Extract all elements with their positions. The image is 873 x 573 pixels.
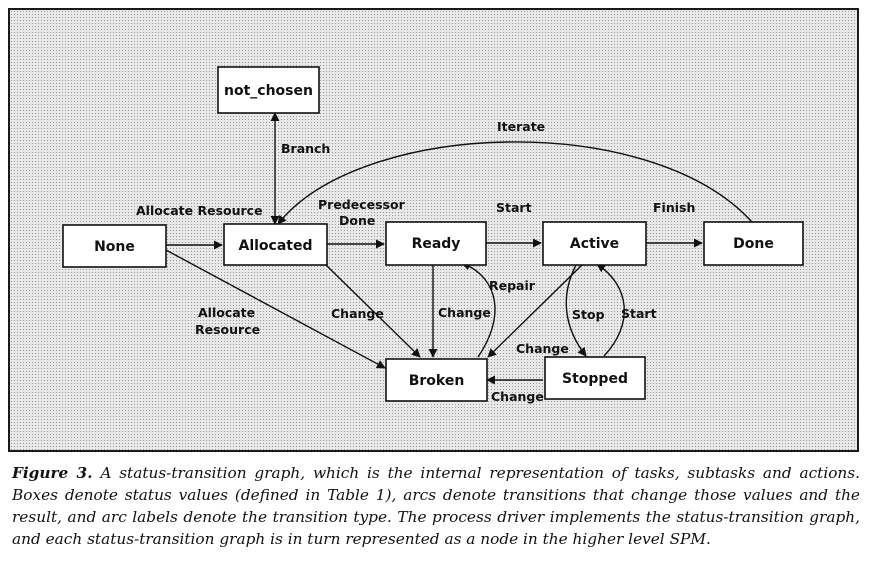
node-none: None	[62, 224, 167, 268]
edge-label-branch: Branch	[281, 141, 330, 156]
figure-label: Figure 3.	[12, 464, 93, 482]
edge-iterate	[277, 141, 753, 225]
edge-label-allocate-resource-1: Allocate Resource	[136, 203, 263, 218]
node-not-chosen: not_chosen	[217, 66, 320, 114]
edge-label-start-1: Start	[496, 200, 532, 215]
svg-text:Done: Done	[733, 236, 774, 252]
edge-change-active	[487, 264, 583, 358]
figure-caption: Figure 3. A status-transition graph, whi…	[12, 462, 860, 550]
edge-label-change-allocated: Change	[331, 306, 384, 321]
edge-label-start-2: Start	[621, 306, 657, 321]
svg-text:Stopped: Stopped	[562, 371, 628, 387]
edge-repair	[461, 261, 496, 358]
node-active: Active	[542, 221, 647, 266]
node-done: Done	[703, 221, 804, 266]
node-ready: Ready	[385, 221, 487, 266]
node-broken: Broken	[385, 358, 488, 402]
svg-text:Allocated: Allocated	[238, 238, 312, 254]
node-allocated: Allocated	[223, 223, 328, 266]
edge-label-finish: Finish	[653, 200, 695, 215]
svg-text:not_chosen: not_chosen	[224, 83, 313, 99]
edge-change-allocated	[325, 264, 421, 358]
edge-label-iterate: Iterate	[497, 119, 545, 134]
edge-label-stop: Stop	[572, 307, 605, 322]
edge-start-2	[596, 263, 625, 357]
caption-text: A status-transition graph, which is the …	[12, 464, 860, 548]
node-stopped: Stopped	[544, 356, 646, 400]
edge-allocate-resource-2	[165, 249, 386, 369]
svg-text:Broken: Broken	[409, 373, 465, 389]
edge-label-predecessor-done: Predecessor Done	[318, 197, 409, 228]
svg-text:None: None	[94, 239, 135, 255]
edge-label-allocate-resource-2: Allocate Resource	[195, 305, 260, 337]
svg-text:Active: Active	[570, 236, 619, 252]
edge-label-repair: Repair	[489, 278, 536, 293]
edge-stop	[565, 264, 587, 357]
edge-label-change-active: Change	[516, 341, 569, 356]
svg-text:Ready: Ready	[412, 236, 461, 252]
edge-label-change-ready: Change	[438, 305, 491, 320]
edge-label-change-stopped: Change	[491, 389, 544, 404]
